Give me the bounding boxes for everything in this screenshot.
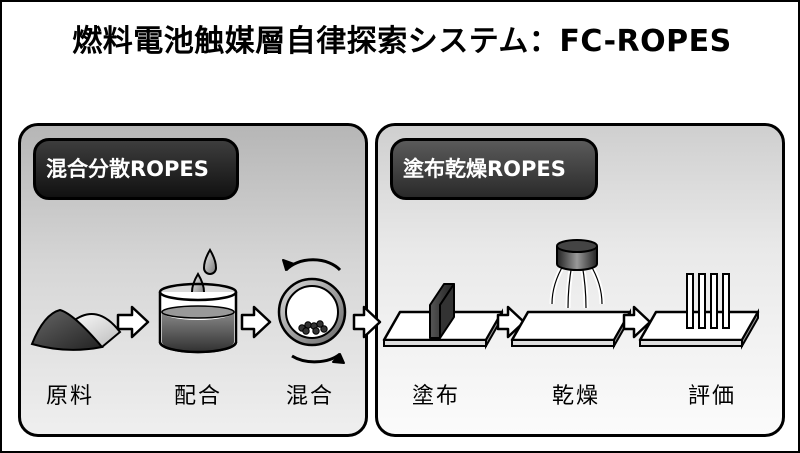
- step-label-drying: 乾燥: [551, 384, 600, 409]
- powder-icon: [30, 308, 122, 351]
- step-label-coating: 塗布: [411, 384, 460, 409]
- main-title: 燃料電池触媒層自律探索システム：FC-ROPES: [72, 24, 732, 59]
- step-label-blending: 配合: [173, 384, 222, 409]
- coating-drying-panel: 塗布乾燥ROPES: [375, 123, 785, 437]
- arrow-icon: [622, 305, 652, 339]
- probe-evaluation-icon: [638, 273, 760, 350]
- step-label-raw-material: 原料: [45, 384, 94, 409]
- coating-drying-tab: 塗布乾燥ROPES: [390, 138, 598, 200]
- step-label-mixing: 混合: [285, 384, 334, 409]
- mixing-dispersion-tab: 混合分散ROPES: [33, 138, 239, 200]
- mixer-icon: [277, 258, 347, 364]
- arrow-icon: [116, 305, 150, 339]
- arrow-icon: [352, 305, 382, 339]
- dryer-icon: [510, 239, 632, 350]
- step-label-evaluation: 評価: [687, 384, 736, 409]
- coating-blade-icon: [382, 283, 504, 350]
- arrow-icon: [240, 305, 272, 339]
- beaker-icon: [158, 248, 238, 354]
- arrow-icon: [496, 305, 526, 339]
